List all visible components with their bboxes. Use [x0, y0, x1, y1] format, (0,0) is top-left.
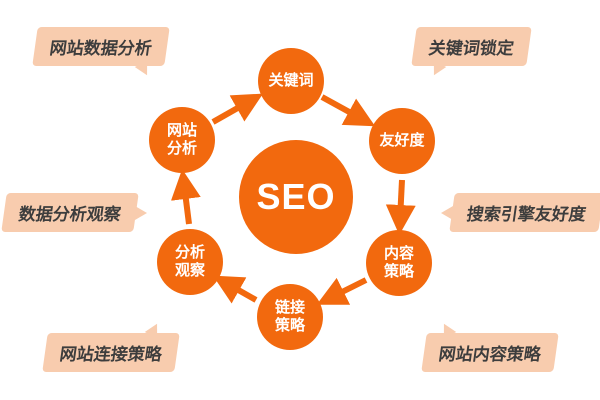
callout-keyword-targeting: 关键词锁定 — [411, 27, 532, 79]
seo-center-label: SEO — [256, 176, 336, 217]
seo-center-circle: SEO — [239, 140, 353, 254]
node-analysis-observation-line2: 观察 — [174, 262, 205, 279]
node-site-analysis-line2: 分析 — [166, 140, 197, 157]
callout-keyword-targeting-label: 关键词锁定 — [411, 27, 532, 66]
arrow-link-strategy-to-analysis-observation — [212, 275, 258, 304]
node-content-strategy: 内容 策略 — [366, 230, 432, 296]
callout-site-data-analysis: 网站数据分析 — [32, 27, 170, 79]
callout-tail — [441, 205, 453, 220]
arrow-site-analysis-to-keyword — [211, 93, 264, 125]
node-keyword-label: 关键词 — [268, 72, 314, 89]
node-analysis-observation-line1: 分析 — [174, 244, 205, 261]
callout-tail — [135, 205, 147, 220]
node-friendliness-label: 友好度 — [379, 132, 425, 149]
callout-site-content-strategy: 网站内容策略 — [421, 320, 559, 372]
callout-site-link-strategy-label: 网站连接策略 — [42, 333, 180, 372]
node-friendliness: 友好度 — [369, 108, 435, 174]
node-content-strategy-line2: 策略 — [383, 263, 414, 280]
callout-search-engine-friendliness-label: 搜索引擎友好度 — [449, 193, 600, 232]
node-link-strategy-line1: 链接 — [274, 299, 305, 316]
node-site-analysis: 网站 分析 — [149, 107, 215, 173]
arrow-keyword-to-friendliness — [320, 94, 376, 127]
callout-data-analysis-observation-label: 数据分析观察 — [1, 193, 139, 232]
arrow-content-strategy-to-link-strategy — [316, 277, 368, 305]
callout-site-content-strategy-label: 网站内容策略 — [421, 333, 559, 372]
node-site-analysis-line1: 网站 — [166, 122, 197, 139]
node-link-strategy: 链接 策略 — [257, 284, 323, 350]
callout-site-link-strategy: 网站连接策略 — [42, 320, 180, 372]
callout-search-engine-friendliness: 搜索引擎友好度 — [441, 193, 600, 232]
node-content-strategy-line1: 内容 — [383, 245, 414, 262]
callout-data-analysis-observation: 数据分析观察 — [1, 193, 147, 232]
arrow-friendliness-to-content-strategy — [385, 179, 416, 235]
node-link-strategy-line2: 策略 — [274, 317, 305, 334]
arrow-analysis-observation-to-site-analysis — [170, 169, 201, 225]
node-keyword: 关键词 — [258, 48, 324, 114]
callout-site-data-analysis-label: 网站数据分析 — [32, 27, 170, 66]
node-analysis-observation: 分析 观察 — [157, 229, 223, 295]
